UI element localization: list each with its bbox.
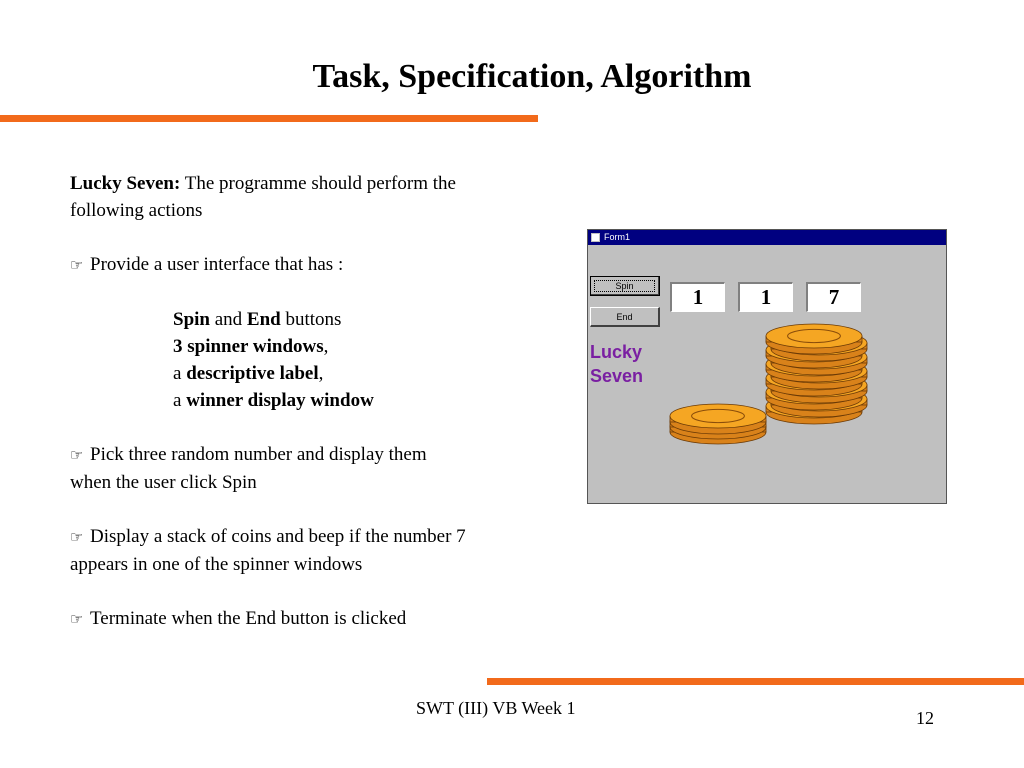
sub-a-1: a (173, 363, 187, 384)
sub-item-spinners: 3 spinner windows, (70, 333, 550, 360)
spinner-window-1: 1 (670, 282, 725, 312)
coin-stack-image (669, 323, 868, 445)
sub-spinner-windows: 3 spinner windows (173, 336, 324, 357)
intro-text-line1: The programme should perform the (180, 173, 456, 194)
end-button-label: End (616, 311, 633, 322)
pointing-hand-icon: ☞ (70, 446, 84, 464)
footer-course: SWT (III) VB Week 1 (416, 698, 576, 718)
form-titlebar: Form1 (588, 230, 946, 245)
bullet-1: ☞ Provide a user interface that has : (70, 251, 550, 279)
bullet-4-text: Terminate when the End button is clicked (90, 608, 407, 629)
intro-paragraph: Lucky Seven: The programme should perfor… (70, 170, 550, 224)
bullet-1-text: Provide a user interface that has : (90, 254, 344, 275)
slide-body: Lucky Seven: The programme should perfor… (70, 170, 550, 633)
slide-title: Task, Specification, Algorithm (312, 58, 752, 95)
bullet-2-line1: Pick three random number and display the… (90, 444, 427, 465)
bullet-3-line2: appears in one of the spinner windows (70, 554, 363, 575)
spinner-window-3: 7 (806, 282, 861, 312)
pointing-hand-icon: ☞ (70, 610, 84, 628)
bullet-4: ☞ Terminate when the End button is clicke… (70, 605, 550, 633)
vb-form-window: Form1 Spin End 1 1 7 Lucky Seven (587, 229, 947, 504)
lucky-label-line1: Lucky (590, 342, 643, 362)
coin-face (765, 323, 863, 349)
coin-emblem (787, 328, 841, 344)
bullet-3-line1: Display a stack of coins and beep if the… (90, 526, 466, 547)
end-button[interactable]: End (590, 307, 660, 327)
page-number: 12 (916, 708, 934, 728)
intro-text-line2: following actions (70, 200, 203, 221)
bullet-3: ☞ Display a stack of coins and beep if th… (70, 523, 550, 578)
sub-item-winner: a winner display window (70, 387, 550, 414)
sub-a-2: a (173, 390, 187, 411)
spinner-window-2: 1 (738, 282, 793, 312)
bullet-2-line2: when the user click Spin (70, 472, 257, 493)
top-accent-bar (0, 115, 538, 122)
bullet-2: ☞ Pick three random number and display th… (70, 441, 550, 496)
coin-emblem (691, 408, 745, 424)
descriptive-label: Lucky Seven (590, 340, 670, 388)
sub-spin: Spin (173, 309, 210, 330)
sub-descriptive-label: descriptive label (186, 363, 319, 384)
coin-face (669, 403, 767, 429)
sub-item-buttons: Spin and End buttons (70, 306, 550, 333)
pointing-hand-icon: ☞ (70, 528, 84, 546)
sub-item-label: a descriptive label, (70, 360, 550, 387)
pointing-hand-icon: ☞ (70, 256, 84, 274)
sub-comma-1: , (323, 336, 329, 357)
sub-end: End (246, 309, 281, 330)
sub-and: and (209, 309, 247, 330)
bottom-accent-bar (487, 678, 1024, 685)
lucky-label-line2: Seven (590, 366, 644, 386)
spin-button-label: Spin (594, 279, 655, 292)
intro-label: Lucky Seven: (70, 173, 181, 194)
spin-button[interactable]: Spin (590, 276, 660, 296)
sub-winner-display: winner display window (186, 390, 374, 411)
sub-buttons: buttons (280, 309, 342, 330)
sub-comma-2: , (318, 363, 324, 384)
form-title: Form1 (604, 232, 631, 242)
form-icon (591, 233, 600, 242)
